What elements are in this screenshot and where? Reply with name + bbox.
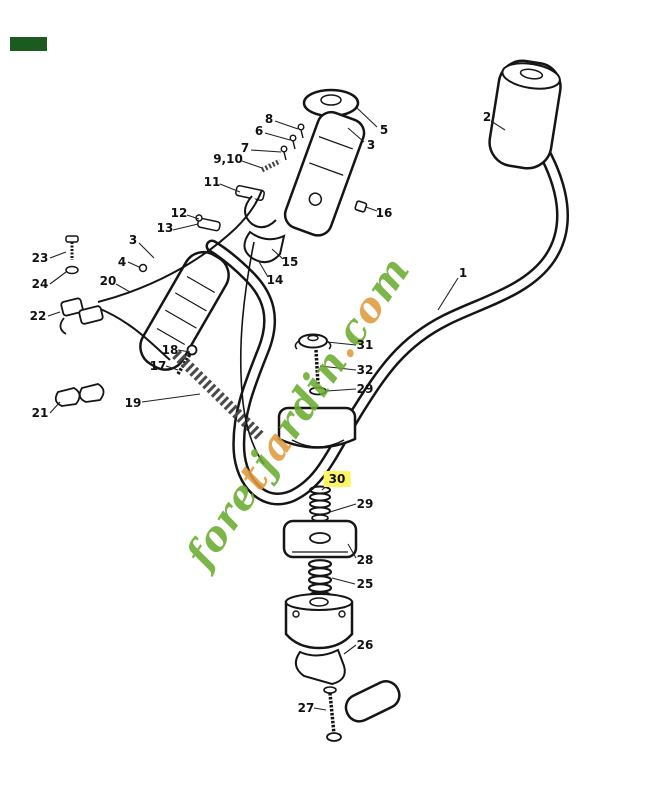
part-label-12: 12 [170, 206, 188, 220]
lever-13 [197, 217, 221, 232]
handlebar-tube-fill [208, 146, 567, 503]
bolt-27 [323, 686, 342, 742]
part-label-7: 7 [240, 141, 250, 155]
part-label-11: 11 [203, 175, 221, 189]
part-label-1: 1 [458, 266, 468, 280]
part-label-28: 28 [356, 553, 374, 567]
part-label-3: 3 [366, 138, 376, 152]
part-label-13: 13 [156, 221, 174, 235]
screw-23 [65, 235, 79, 260]
part-label-25: 25 [356, 577, 374, 591]
wing-screw-31 [294, 333, 332, 350]
part-label-23: 23 [31, 251, 49, 265]
screw-4 [138, 263, 148, 273]
part-label-9-10: 9,10 [213, 152, 243, 166]
part-label-26: 26 [356, 638, 374, 652]
spring-30 [309, 485, 331, 516]
part-label-18: 18 [161, 343, 179, 357]
throttle-housing [283, 110, 366, 237]
clamp-block-28 [282, 519, 358, 559]
part-label-30: 30 [323, 471, 351, 487]
screw-shaft-32 [314, 349, 320, 385]
part-label-27: 27 [297, 701, 315, 715]
trigger-lockout [243, 230, 286, 264]
left-grip-handle [139, 250, 230, 371]
part-label-32: 32 [356, 363, 374, 377]
part-label-4: 4 [117, 255, 127, 269]
part-label-5: 5 [379, 123, 389, 137]
cable-clamp-22 [59, 297, 104, 335]
lower-clamp-body [284, 593, 354, 650]
throttle-cable-upper [97, 189, 263, 303]
part-label-6: 6 [254, 124, 264, 138]
leader-lines [47, 107, 506, 711]
part-label-29: 29 [356, 382, 374, 396]
part-label-8: 8 [264, 112, 274, 126]
nut-16 [354, 200, 368, 213]
part-label-29: 29 [356, 497, 374, 511]
part-label-14: 14 [266, 273, 284, 287]
part-label-15: 15 [281, 255, 299, 269]
part-label-3: 3 [128, 233, 138, 247]
sleeve-cylinder [344, 680, 401, 723]
adjusting-knob-center [320, 94, 342, 106]
washer-29-upper [309, 386, 327, 396]
throttle-spring [260, 158, 282, 173]
part-label-20: 20 [99, 274, 117, 288]
right-grip [488, 59, 562, 170]
screws-6-7-8 [280, 123, 305, 161]
grip-screw-head-18 [186, 344, 198, 356]
part-label-22: 22 [29, 309, 47, 323]
part-label-21: 21 [31, 406, 49, 420]
part-label-17: 17 [149, 359, 167, 373]
handle-clamp-cap-arc [291, 439, 345, 448]
throttle-trigger [244, 195, 277, 229]
throttle-cable-lower [97, 307, 171, 361]
part-label-19: 19 [124, 396, 142, 410]
hooks-21 [54, 383, 105, 407]
part-label-16: 16 [375, 206, 393, 220]
part-label-2: 2 [482, 110, 492, 124]
handle-clamp-cap [277, 406, 357, 449]
washer-24 [65, 265, 79, 275]
cable-run-along-tube [239, 241, 265, 465]
hook-bracket-26 [294, 648, 346, 686]
corner-color-swatch [10, 37, 47, 51]
part-label-24: 24 [31, 277, 49, 291]
handlebar-tube-outline [205, 143, 569, 506]
part-label-31: 31 [356, 338, 374, 352]
